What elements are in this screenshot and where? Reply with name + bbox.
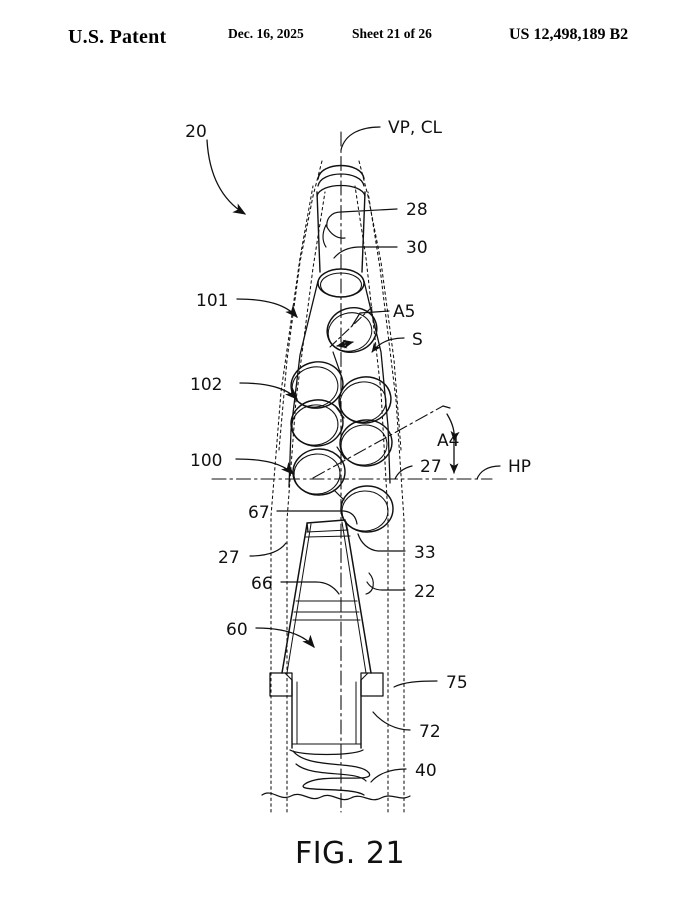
- leader-101: [236, 298, 298, 318]
- ref-label-28: 28: [406, 200, 428, 220]
- ref-label-s: S: [412, 330, 423, 350]
- ref-label-100: 100: [190, 451, 222, 471]
- leader-vp-cl: [340, 126, 381, 151]
- ref-label-vp-cl: VP, CL: [388, 118, 443, 138]
- patent-publication-number: US 12,498,189 B2: [509, 26, 629, 43]
- leader-72: [372, 711, 411, 731]
- tapered-cone-body-66-60: [281, 521, 372, 674]
- leader-40: [370, 768, 407, 783]
- ref-label-102: 102: [190, 375, 222, 395]
- ref-label-27-left: 27: [218, 548, 240, 568]
- patent-office-title: U.S. Patent: [68, 26, 167, 48]
- patent-sheet-number: Sheet 21 of 26: [352, 26, 432, 41]
- leader-s: [371, 337, 405, 353]
- helical-coil-40: [292, 750, 371, 796]
- leader-hp: [476, 465, 501, 480]
- leader-20: [206, 139, 247, 215]
- ref-label-a4: A4: [437, 431, 459, 451]
- ref-label-hp: HP: [508, 457, 531, 477]
- roller-ring: [340, 485, 394, 533]
- stack-axis-line: [312, 306, 444, 479]
- lower-housing-72: [289, 679, 364, 756]
- leader-102: [239, 382, 298, 400]
- roller-ring: [292, 448, 346, 496]
- roller-ring: [339, 419, 393, 467]
- leader-66: [280, 581, 340, 595]
- ref-label-a5: A5: [393, 302, 415, 322]
- figure-caption: FIG. 21: [294, 836, 406, 871]
- leader-28: [326, 208, 398, 228]
- roller-ring: [326, 307, 378, 353]
- ref-label-27-right: 27: [420, 457, 442, 477]
- leader-27-left: [249, 542, 287, 557]
- leader-22: [366, 581, 406, 591]
- dimension-a4: [442, 405, 460, 474]
- ref-label-101: 101: [196, 291, 228, 311]
- ref-label-22: 22: [414, 582, 436, 602]
- ref-label-33: 33: [414, 543, 436, 563]
- leader-67: [276, 510, 358, 525]
- ref-label-72: 72: [419, 722, 441, 742]
- ref-label-67: 67: [248, 503, 270, 523]
- reference-numerals: 20 VP, CL 28 30 101 A5 S 102 A4 100 27 H…: [185, 118, 531, 781]
- part-22-contour: [365, 572, 374, 595]
- leader-100: [235, 458, 294, 475]
- break-line-wavy: [261, 792, 411, 801]
- leader-60: [255, 627, 315, 648]
- ref-label-20: 20: [185, 122, 207, 142]
- leader-30: [333, 246, 398, 259]
- patent-date: Dec. 16, 2025: [228, 26, 304, 41]
- leader-75: [393, 680, 438, 688]
- ref-label-40: 40: [415, 761, 437, 781]
- roller-ring: [290, 399, 344, 447]
- leader-33: [357, 533, 406, 552]
- leader-27-right: [394, 465, 413, 480]
- roller-ring: [338, 376, 392, 424]
- patent-header: U.S. Patent Dec. 16, 2025 Sheet 21 of 26…: [0, 26, 700, 56]
- ref-label-30: 30: [406, 238, 428, 258]
- dimension-a5: [336, 310, 390, 349]
- ref-label-66: 66: [251, 574, 273, 594]
- ref-label-75: 75: [446, 673, 468, 693]
- ref-label-60: 60: [226, 620, 248, 640]
